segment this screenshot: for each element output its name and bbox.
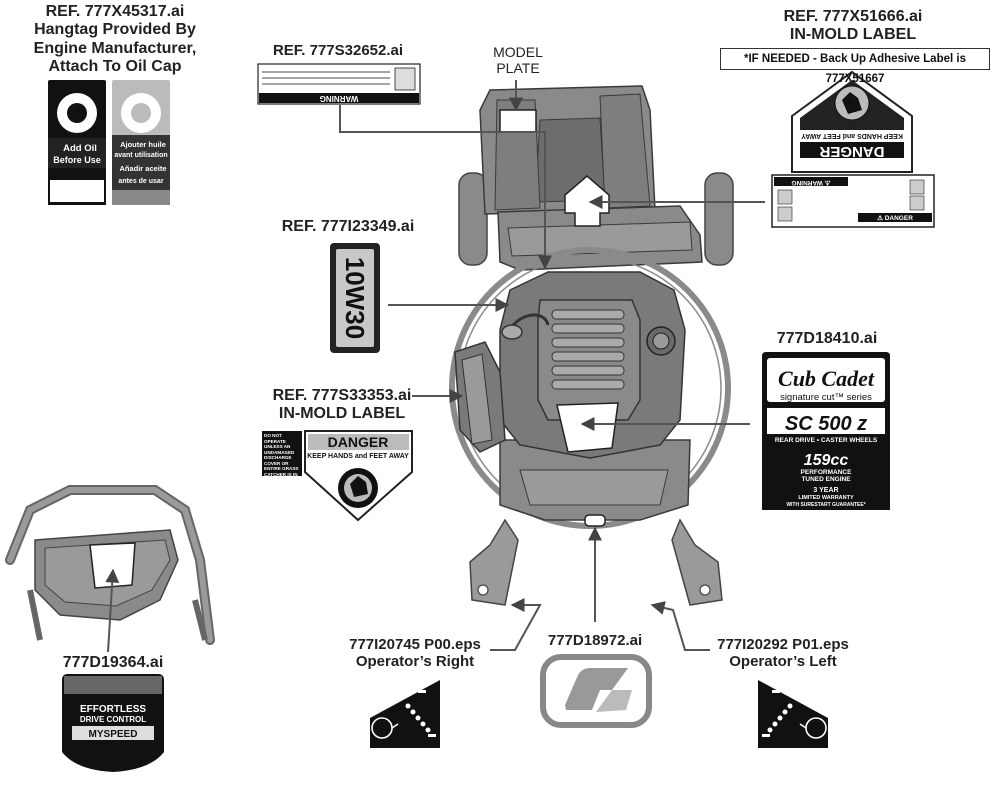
oil-grade-text: 10W30	[340, 257, 370, 339]
brand-series-text: signature cut™ series	[780, 392, 872, 403]
center-logo-decal	[540, 654, 652, 728]
hangtag-es-line1: Añadir aceite	[119, 164, 166, 173]
in-mold-top-sub: IN-MOLD LABEL	[789, 26, 917, 44]
myspeed-text: MYSPEED	[89, 729, 138, 740]
mower-illustration	[449, 85, 734, 606]
warning-decal	[257, 63, 421, 105]
model-plate-callout: MODEL PLATE	[478, 44, 558, 76]
hangtag-line2: Engine Manufacturer,	[33, 39, 197, 57]
in-mold-side-note-text: DO NOT OPERATE UNLESS AN UNDAMAGED DISCH…	[264, 433, 299, 476]
hangtag-callout: REF. 777X45317.ai Hangtag Provided By En…	[20, 3, 210, 77]
hangtag-fr-line1: Ajouter huile	[120, 140, 166, 149]
brand-warranty1: 3 YEAR	[813, 487, 838, 494]
handle-decal-ref: 777D19364.ai	[62, 654, 164, 671]
in-mold-side-keep-hands: KEEP HANDS and FEET AWAY	[307, 453, 409, 460]
brand-engine-line2: TUNED ENGINE	[801, 476, 851, 483]
brand-decal	[762, 352, 890, 510]
in-mold-side-ref: REF. 777S33353.ai	[272, 387, 412, 404]
oil-label-ref: REF. 777I23349.ai	[281, 218, 415, 235]
operator-right-decal	[370, 680, 440, 748]
warning-decal-ref: REF. 777S32652.ai	[272, 42, 404, 59]
center-decal-ref: 777D18972.ai	[547, 632, 643, 649]
hangtag-decal	[48, 80, 170, 205]
model-plate-line1: MODEL	[493, 44, 543, 60]
in-mold-side-callout: REF. 777S33353.ai IN-MOLD LABEL	[252, 387, 432, 424]
in-mold-top-danger-word: DANGER	[819, 143, 884, 160]
in-mold-side-sub: IN-MOLD LABEL	[278, 405, 406, 423]
hangtag-ref: REF. 777X45317.ai	[45, 3, 185, 20]
brand-decal-ref: 777D18410.ai	[776, 330, 878, 347]
in-mold-top-keep-hands: KEEP HANDS and FEET AWAY	[801, 132, 903, 139]
model-plate-line2: PLATE	[496, 60, 540, 77]
hangtag-before-use-text: Before Use	[53, 155, 101, 165]
brand-warranty2: LIMITED WARRANTY	[798, 495, 854, 501]
operator-right-ref: 777I20745 P00.eps	[349, 636, 481, 653]
operator-right-sub: Operator’s Right	[355, 653, 475, 671]
operator-left-sub: Operator’s Left	[729, 653, 837, 671]
in-mold-top-callout: REF. 777X51666.ai IN-MOLD LABEL	[748, 8, 958, 45]
in-mold-top-small-warning: ⚠ WARNING	[791, 179, 830, 187]
in-mold-danger-top-decal	[771, 70, 935, 228]
leader-lines	[105, 80, 765, 653]
operator-left-ref: 777I20292 P01.eps	[717, 636, 849, 653]
effortless-decal	[62, 674, 164, 772]
brand-model-text: SC 500 z	[785, 413, 867, 435]
in-mold-side-danger-word: DANGER	[328, 434, 389, 450]
hangtag-add-oil-text: Add Oil	[63, 143, 97, 154]
backup-label-note: *IF NEEDED - Back Up Adhesive Label is 7…	[720, 48, 990, 85]
operator-left-decal	[758, 680, 828, 748]
in-mold-danger-side-decal	[262, 430, 413, 522]
handle-closeup-illustration	[5, 485, 215, 645]
brand-warranty3: WITH SURESTART GUARANTEE*	[786, 502, 865, 508]
in-mold-top-ref: REF. 777X51666.ai	[783, 8, 923, 25]
drive-control-text: DRIVE CONTROL	[80, 715, 146, 724]
hangtag-es-line2: antes de usar	[118, 178, 163, 185]
brand-model-sub-text: REAR DRIVE • CASTER WHEELS	[775, 437, 878, 444]
brand-logo-text: Cub Cadet	[778, 366, 875, 391]
effortless-text: EFFORTLESS	[80, 704, 146, 715]
oil-grade-label	[330, 243, 380, 353]
in-mold-top-small-danger: ⚠ DANGER	[877, 214, 913, 222]
hangtag-line1: Hangtag Provided By	[34, 21, 196, 39]
operator-right-callout: 777I20745 P00.eps Operator’s Right	[340, 636, 490, 671]
brand-engine-cc-text: 159cc	[804, 452, 849, 469]
warning-decal-word: WARNING	[320, 94, 359, 103]
brand-engine-line1: PERFORMANCE	[801, 469, 853, 476]
hangtag-line3: Attach To Oil Cap	[48, 58, 182, 76]
operator-left-callout: 777I20292 P01.eps Operator’s Left	[708, 636, 858, 671]
in-mold-side-note-box: DO NOT OPERATE UNLESS AN UNDAMAGED DISCH…	[264, 433, 299, 476]
hangtag-fr-line2: avant utilisation	[114, 152, 167, 159]
